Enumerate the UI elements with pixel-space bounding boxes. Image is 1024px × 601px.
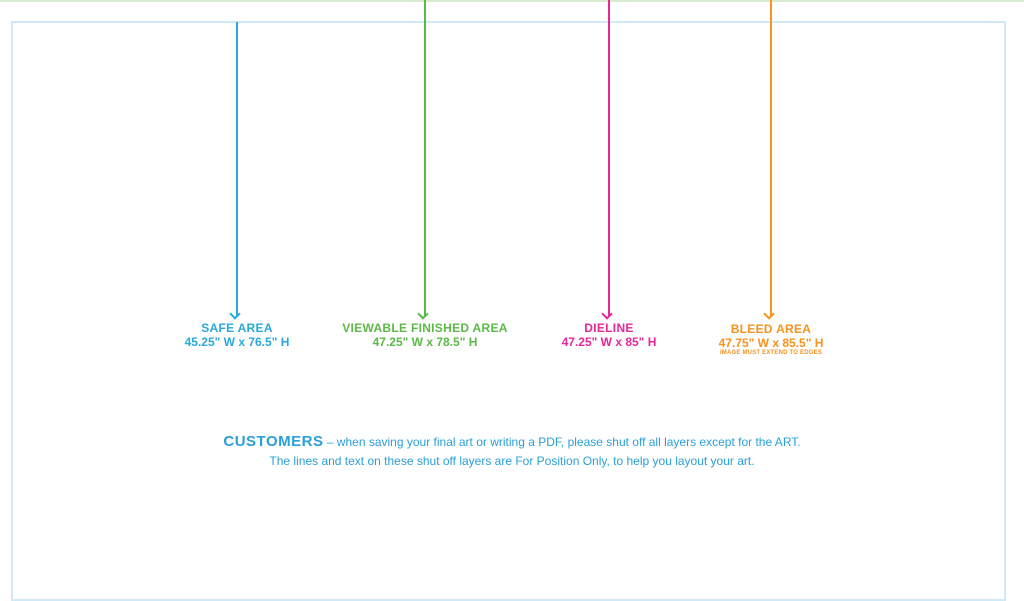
safe-area-dims: 45.25" W x 76.5" H	[184, 335, 290, 349]
viewable-area-dims: 47.25" W x 78.5" H	[372, 335, 478, 349]
bleed-area-note: IMAGE MUST EXTEND TO EDGES	[719, 350, 823, 356]
viewable-area-arrow	[417, 0, 429, 320]
customer-note-line1: – when saving your final art or writing …	[323, 435, 801, 449]
bleed-area-dims: 47.75" W x 85.5" H	[718, 336, 824, 350]
safe-area-frame	[11, 21, 1006, 601]
top-guide-line	[0, 0, 1024, 2]
safe-area-title: SAFE AREA	[201, 321, 273, 335]
bleed-area-title: BLEED AREA	[730, 322, 812, 336]
safe-area-arrow	[229, 22, 241, 320]
customer-note: CUSTOMERS – when saving your final art o…	[0, 432, 1024, 471]
bleed-area-arrow	[763, 0, 775, 320]
customer-note-keyword: CUSTOMERS	[223, 433, 324, 450]
safe-area-label: SAFE AREA 45.25" W x 76.5" H	[185, 321, 290, 349]
bleed-area-label: BLEED AREA 47.75" W x 85.5" H IMAGE MUST…	[719, 322, 824, 356]
dieline-title: DIELINE	[584, 321, 634, 335]
dieline-dims: 47.25" W x 85" H	[561, 335, 657, 349]
dieline-arrow	[601, 0, 613, 320]
viewable-area-title: VIEWABLE FINISHED AREA	[342, 321, 508, 335]
customer-note-line2: The lines and text on these shut off lay…	[269, 454, 755, 468]
viewable-area-label: VIEWABLE FINISHED AREA 47.25" W x 78.5" …	[342, 321, 508, 349]
dieline-label: DIELINE 47.25" W x 85" H	[562, 321, 657, 349]
